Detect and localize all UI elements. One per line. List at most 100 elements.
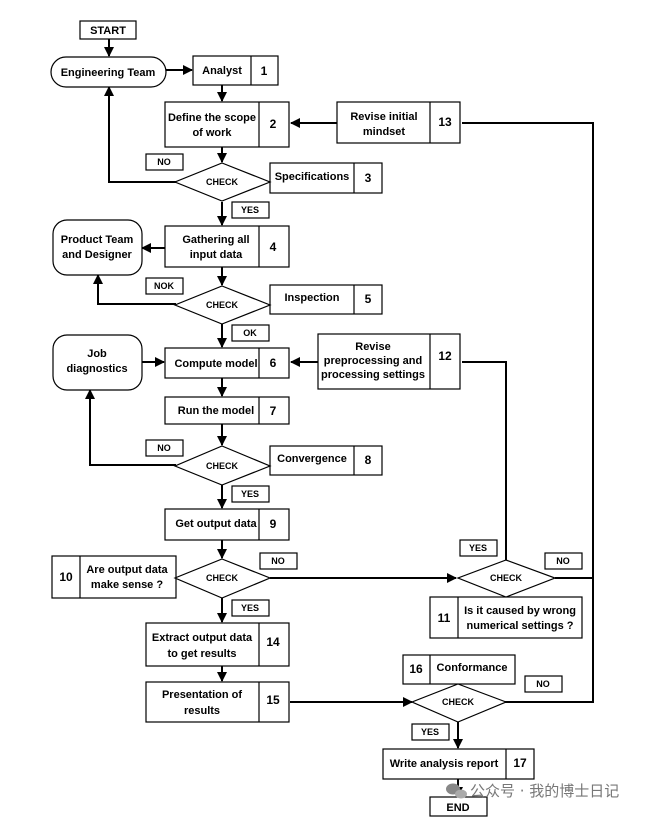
svg-text:Job: Job bbox=[87, 348, 107, 360]
decision-check-4: CHECK bbox=[173, 558, 272, 599]
svg-text:CHECK: CHECK bbox=[206, 461, 239, 471]
step-1-analyst: Analyst 1 bbox=[192, 55, 279, 86]
svg-text:Product Team: Product Team bbox=[61, 234, 134, 246]
step-17-write-report: Write analysis report 17 bbox=[382, 748, 535, 780]
svg-text:OK: OK bbox=[243, 328, 257, 338]
decision-check-6: CHECK bbox=[410, 683, 508, 723]
watermark: 公众号 · 我的博士日记 bbox=[446, 782, 619, 800]
svg-text:CHECK: CHECK bbox=[206, 177, 239, 187]
svg-text:2: 2 bbox=[270, 117, 277, 131]
step-10-output-sense: 10 Are output data make sense ? bbox=[51, 555, 177, 599]
svg-text:1: 1 bbox=[261, 64, 268, 78]
svg-text:NO: NO bbox=[271, 556, 285, 566]
svg-text:YES: YES bbox=[241, 603, 259, 613]
step-7-run-model: Run the model 7 bbox=[164, 396, 290, 425]
svg-text:10: 10 bbox=[59, 570, 73, 584]
svg-text:14: 14 bbox=[266, 635, 280, 649]
step-15-presentation: Presentation of results 15 bbox=[145, 681, 290, 723]
svg-text:Compute model: Compute model bbox=[174, 358, 257, 370]
svg-text:Presentation of: Presentation of bbox=[162, 689, 242, 701]
svg-text:9: 9 bbox=[270, 517, 277, 531]
svg-text:preprocessing and: preprocessing and bbox=[324, 355, 422, 367]
svg-text:Engineering Team: Engineering Team bbox=[61, 67, 156, 79]
start-terminal: START bbox=[79, 20, 137, 40]
svg-text:CHECK: CHECK bbox=[490, 573, 523, 583]
svg-text:6: 6 bbox=[270, 356, 277, 370]
decision-check-3: CHECK bbox=[173, 445, 272, 486]
step-6-compute-model: Compute model 6 bbox=[164, 347, 290, 379]
svg-text:Gathering all: Gathering all bbox=[182, 234, 249, 246]
decision-check-2: CHECK bbox=[173, 285, 272, 325]
svg-text:make sense ?: make sense ? bbox=[91, 579, 163, 591]
svg-text:YES: YES bbox=[421, 727, 439, 737]
svg-text:Write analysis report: Write analysis report bbox=[390, 758, 499, 770]
decision-check-1: CHECK bbox=[173, 162, 272, 202]
svg-text:Extract output data: Extract output data bbox=[152, 632, 253, 644]
svg-text:NOK: NOK bbox=[154, 281, 175, 291]
svg-text:CHECK: CHECK bbox=[206, 573, 239, 583]
step-9-get-output: Get output data 9 bbox=[164, 508, 290, 541]
svg-text:and Designer: and Designer bbox=[62, 249, 132, 261]
svg-text:3: 3 bbox=[365, 171, 372, 185]
svg-text:YES: YES bbox=[241, 205, 259, 215]
svg-text:to get results: to get results bbox=[167, 648, 236, 660]
step-8-convergence: Convergence 8 bbox=[269, 445, 383, 476]
svg-text:16: 16 bbox=[409, 662, 423, 676]
step-12-revise-settings: Revise preprocessing and processing sett… bbox=[317, 333, 461, 390]
branch-labels: NO YES NOK OK NO YES NO YES YES NO NO YE… bbox=[145, 153, 583, 741]
decision-check-5: CHECK bbox=[456, 559, 557, 598]
step-2-define-scope: Define the scope of work 2 bbox=[164, 101, 290, 148]
svg-text:15: 15 bbox=[266, 693, 280, 707]
actor-engineering-team: Engineering Team bbox=[50, 56, 167, 88]
svg-text:NO: NO bbox=[556, 556, 570, 566]
svg-text:Revise initial: Revise initial bbox=[350, 111, 417, 123]
wechat-icon bbox=[446, 783, 467, 799]
svg-text:results: results bbox=[184, 705, 220, 717]
svg-text:17: 17 bbox=[513, 756, 527, 770]
svg-text:13: 13 bbox=[438, 115, 452, 129]
svg-text:input data: input data bbox=[190, 249, 243, 261]
svg-text:processing settings: processing settings bbox=[321, 369, 425, 381]
svg-text:4: 4 bbox=[270, 240, 277, 254]
svg-text:Conformance: Conformance bbox=[437, 662, 508, 674]
svg-text:Specifications: Specifications bbox=[275, 171, 350, 183]
svg-text:5: 5 bbox=[365, 292, 372, 306]
step-13-revise-mindset: Revise initial mindset 13 bbox=[336, 101, 461, 144]
svg-text:of work: of work bbox=[192, 127, 232, 139]
svg-text:Inspection: Inspection bbox=[284, 292, 339, 304]
svg-text:Run the model: Run the model bbox=[178, 405, 254, 417]
svg-text:11: 11 bbox=[438, 611, 451, 625]
actor-product-team: Product Team and Designer bbox=[52, 219, 143, 276]
svg-text:8: 8 bbox=[365, 453, 372, 467]
svg-text:YES: YES bbox=[469, 543, 487, 553]
svg-text:Get output data: Get output data bbox=[175, 518, 257, 530]
svg-text:12: 12 bbox=[438, 349, 452, 363]
svg-text:END: END bbox=[446, 802, 469, 814]
svg-text:公众号 · 我的博士日记: 公众号 · 我的博士日记 bbox=[470, 782, 619, 800]
svg-text:mindset: mindset bbox=[363, 126, 406, 138]
svg-text:Define the scope: Define the scope bbox=[168, 112, 256, 124]
svg-text:Convergence: Convergence bbox=[277, 453, 347, 465]
svg-text:Is it caused by wrong: Is it caused by wrong bbox=[464, 605, 576, 617]
svg-text:NO: NO bbox=[157, 157, 171, 167]
svg-text:CHECK: CHECK bbox=[206, 300, 239, 310]
step-14-extract-output: Extract output data to get results 14 bbox=[145, 622, 290, 667]
step-5-inspection: Inspection 5 bbox=[269, 284, 383, 315]
svg-text:7: 7 bbox=[270, 404, 277, 418]
step-16-conformance: 16 Conformance bbox=[402, 654, 516, 685]
step-4-gathering-input: Gathering all input data 4 bbox=[164, 225, 290, 268]
svg-text:Analyst: Analyst bbox=[202, 65, 242, 77]
svg-text:CHECK: CHECK bbox=[442, 697, 475, 707]
step-11-numerical-settings: 11 Is it caused by wrong numerical setti… bbox=[429, 596, 583, 639]
svg-text:YES: YES bbox=[241, 489, 259, 499]
svg-text:START: START bbox=[90, 25, 126, 37]
svg-text:NO: NO bbox=[536, 679, 550, 689]
step-3-specifications: Specifications 3 bbox=[269, 162, 383, 194]
actor-job-diagnostics: Job diagnostics bbox=[52, 334, 143, 391]
svg-text:Are output data: Are output data bbox=[86, 564, 168, 576]
connectors bbox=[85, 39, 594, 797]
svg-text:diagnostics: diagnostics bbox=[66, 363, 127, 375]
svg-text:Revise: Revise bbox=[355, 341, 390, 353]
svg-text:NO: NO bbox=[157, 443, 171, 453]
